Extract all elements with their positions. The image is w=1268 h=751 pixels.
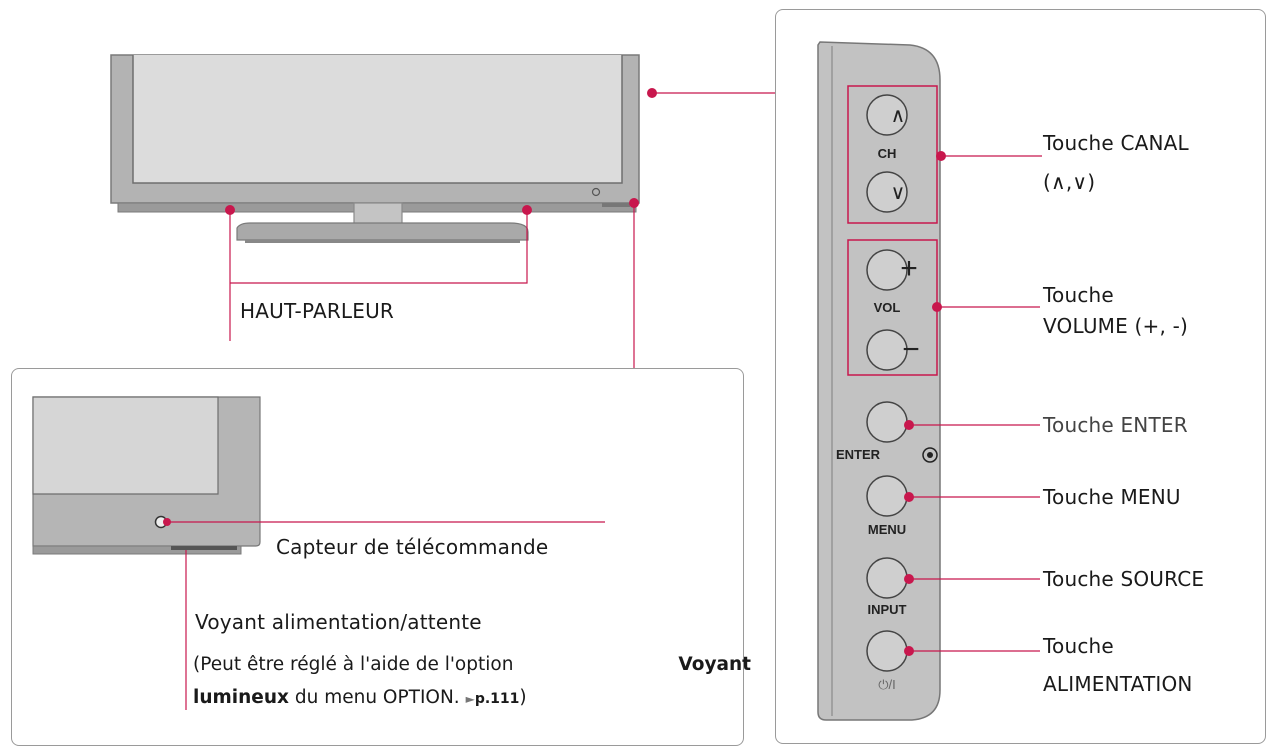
ch-up-button[interactable]	[866, 94, 908, 136]
ch-dot	[936, 151, 946, 161]
power-label: ⏻/I	[878, 677, 896, 692]
side-panel-shape	[817, 41, 941, 721]
enter-dot-icon-center	[927, 452, 933, 458]
input-button[interactable]	[866, 557, 908, 599]
source-dot	[904, 574, 914, 584]
enter-label: ENTER	[836, 447, 881, 462]
zoom-graphic	[32, 396, 261, 555]
callout-dots	[163, 88, 946, 656]
power-key-label-2: ALIMENTATION	[1043, 672, 1193, 696]
speaker-label: HAUT-PARLEUR	[240, 299, 395, 323]
callout-lines	[167, 92, 1042, 710]
note-line-2: lumineux du menu OPTION. ►p.111)	[193, 681, 751, 716]
zoom-bottom-bar	[32, 545, 242, 555]
channel-label-2: (∧,∨)	[1043, 170, 1096, 194]
indicator-note: (Peut être réglé à l'aide de l'option Vo…	[193, 648, 751, 716]
vol-up-button[interactable]	[866, 249, 908, 291]
ch-up-glyph: ∧	[890, 105, 906, 127]
zoom-screen	[32, 396, 219, 495]
volume-label-1: Touche	[1043, 283, 1114, 307]
vol-down-button[interactable]	[866, 329, 908, 371]
source-key-label: Touche SOURCE	[1043, 567, 1205, 591]
note-arrow-icon: ►	[465, 692, 475, 706]
speaker-callout	[229, 210, 528, 341]
tv-sensor	[591, 187, 601, 197]
note-ref[interactable]: p.111	[474, 691, 520, 707]
tv-stand-base	[236, 222, 529, 241]
enter-dot-icon	[922, 447, 938, 463]
note-open: (Peut être réglé à l'aide de l'option	[193, 654, 514, 675]
ch-label: CH	[877, 146, 897, 161]
menu-key-label: Touche MENU	[1043, 485, 1181, 509]
remote-sensor-label: Capteur de télécommande	[276, 535, 549, 559]
menu-button[interactable]	[866, 475, 908, 517]
note-close: )	[519, 687, 527, 708]
enter-dot	[904, 420, 914, 430]
menu-label: MENU	[867, 522, 907, 537]
zoom-indicator	[171, 546, 237, 550]
vol-down-glyph: −	[902, 333, 920, 366]
note-bold-1: Voyant	[678, 654, 751, 675]
vol-label: VOL	[873, 300, 901, 315]
power-indicator-label: Voyant alimentation/attente	[195, 610, 482, 634]
side-dot	[647, 88, 657, 98]
enter-button[interactable]	[866, 401, 908, 443]
power-button[interactable]	[866, 630, 908, 672]
enter-key-label: Touche ENTER	[1043, 413, 1188, 437]
power-key-label-1: Touche	[1043, 634, 1114, 658]
note-line-1: (Peut être réglé à l'aide de l'option Vo…	[193, 648, 751, 681]
tv-front	[110, 54, 640, 243]
ch-down-glyph: ∨	[890, 182, 906, 204]
note-bold-2: lumineux	[193, 687, 289, 708]
input-label: INPUT	[867, 602, 907, 617]
zoom-dot	[629, 198, 639, 208]
channel-label-1: Touche CANAL	[1043, 131, 1189, 155]
vol-dot	[932, 302, 942, 312]
tv-screen	[132, 55, 623, 184]
power-dot	[904, 646, 914, 656]
tv-stand-neck	[353, 202, 403, 226]
side-panel-graphic	[817, 41, 941, 721]
ch-down-button[interactable]	[866, 171, 908, 213]
vol-up-glyph: +	[900, 252, 918, 285]
volume-label-2: VOLUME (+, -)	[1043, 314, 1189, 338]
sensor-dot	[163, 518, 171, 526]
note-mid: du menu OPTION.	[294, 687, 460, 708]
tv-stand-foot	[245, 240, 520, 243]
speaker-right-dot	[522, 205, 532, 215]
menu-dot	[904, 492, 914, 502]
speaker-left-dot	[225, 205, 235, 215]
tv-indicator	[602, 203, 630, 207]
